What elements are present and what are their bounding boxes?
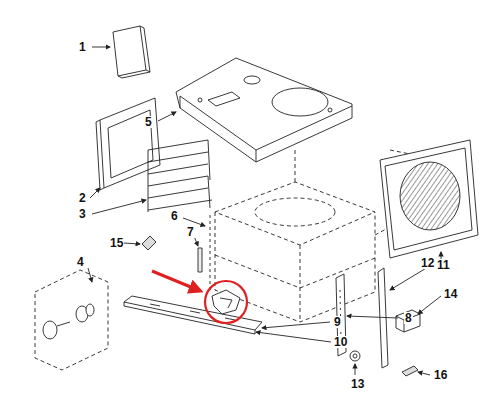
callout-number: 12	[420, 257, 435, 269]
top-panel	[176, 58, 352, 162]
switch-14	[396, 310, 420, 332]
rod-7	[198, 248, 202, 272]
clip-16	[402, 366, 418, 376]
callout-number: 15	[109, 237, 124, 249]
callout-number: 9	[333, 316, 342, 328]
strip-12	[378, 268, 388, 368]
callout-number: 7	[186, 226, 195, 238]
rear-panel	[380, 140, 478, 258]
clip-15	[142, 236, 156, 250]
callout-number: 3	[78, 208, 87, 220]
callout-number: 13	[350, 378, 365, 390]
highlight-circle	[205, 281, 247, 323]
manual-book	[113, 26, 150, 78]
callout-number: 14	[443, 288, 458, 300]
side-rail	[210, 215, 211, 290]
control-knobs	[35, 270, 108, 370]
callout-number: 6	[170, 210, 179, 222]
side-frame	[96, 98, 160, 190]
highlight-arrow	[152, 271, 198, 290]
callout-number: 10	[333, 336, 348, 348]
callout-number: 1	[78, 41, 87, 53]
leader-lines	[88, 47, 441, 375]
oven-racks	[148, 140, 212, 212]
callout-number: 8	[404, 312, 413, 324]
washer-13	[350, 351, 360, 361]
callout-number: 5	[144, 116, 153, 128]
callout-number: 11	[436, 259, 451, 271]
callout-number: 16	[433, 369, 448, 381]
bracket-9	[212, 290, 240, 314]
callout-number: 4	[76, 256, 85, 268]
callout-number: 2	[78, 192, 87, 204]
